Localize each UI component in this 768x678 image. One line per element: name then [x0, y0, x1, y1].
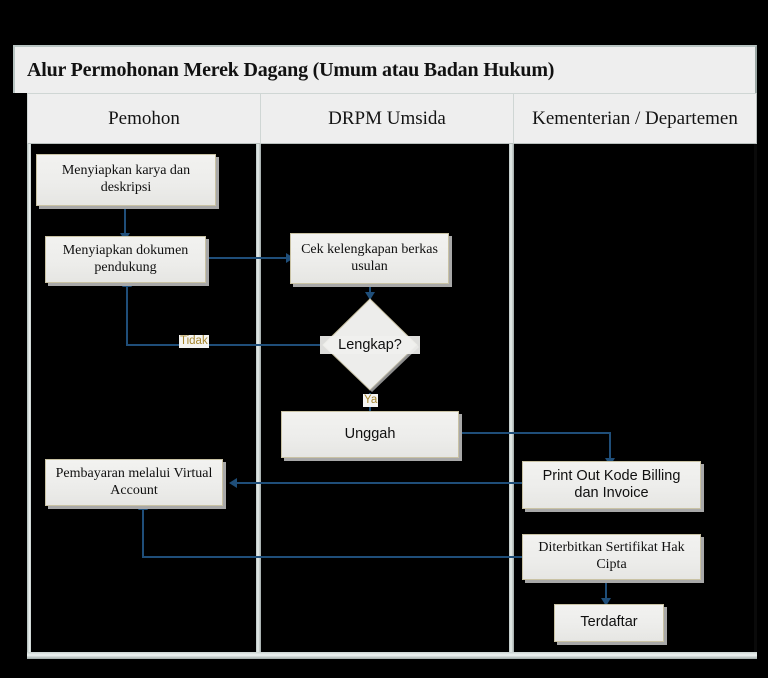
connector-n8-to-n7-horizontal — [142, 556, 524, 558]
connector-n2-to-n3-line — [206, 257, 291, 259]
flow-node-label: Unggah — [344, 425, 396, 442]
flow-node-lengkap-decision[interactable]: Lengkap? — [320, 297, 420, 393]
flow-node-terdaftar[interactable]: Terdaftar — [554, 604, 664, 642]
lane-header-drpm: DRPM Umsida — [260, 93, 513, 144]
flow-node-label: Lengkap? — [320, 336, 420, 354]
flow-node-label: Menyiapkan karya dan deskripsi — [61, 163, 191, 195]
flow-node-diterbitkan-sertifikat[interactable]: Diterbitkan Sertifikat Hak Cipta — [522, 534, 701, 580]
connector-n6-to-n7-line — [235, 482, 523, 484]
swimlane-diagram: Alur Permohonan Merek Dagang (Umum atau … — [12, 44, 757, 664]
connector-n8-to-n9-line — [605, 579, 607, 605]
flow-node-label: Menyiapkan dokumen pendukung — [62, 242, 189, 275]
connector-n5-to-n6-vertical — [609, 432, 611, 462]
connector-n8-to-n7-arrowhead — [138, 502, 148, 510]
flow-node-print-out-kode-billing[interactable]: Print Out Kode Billing dan Invoice — [522, 461, 701, 509]
flow-node-menyiapkan-dokumen[interactable]: Menyiapkan dokumen pendukung — [45, 236, 206, 283]
flow-node-pembayaran-virtual-account[interactable]: Pembayaran melalui Virtual Account — [45, 459, 223, 506]
connector-n1-to-n2-line — [124, 206, 126, 236]
edge-label-ya: Ya — [363, 394, 379, 407]
flow-node-menyiapkan-karya[interactable]: Menyiapkan karya dan deskripsi — [36, 154, 216, 206]
connector-tidak-horizontal — [126, 344, 320, 346]
flow-node-label: Cek kelengkapan berkas usulan — [301, 241, 438, 274]
lane-header-label: DRPM Umsida — [328, 107, 446, 129]
lane-divider-2 — [509, 144, 514, 652]
page-title: Alur Permohonan Merek Dagang (Umum atau … — [27, 58, 555, 81]
flow-node-label: Print Out Kode Billing dan Invoice — [542, 467, 681, 501]
connector-n5-to-n6-horizontal — [459, 432, 611, 434]
connector-n6-to-n7-arrowhead — [229, 478, 237, 488]
lane-header-row: Pemohon DRPM Umsida Kementerian / Depart… — [27, 93, 757, 144]
lane-header-pemohon: Pemohon — [27, 93, 260, 144]
connector-n8-to-n9-arrowhead — [601, 598, 611, 606]
lane-header-label: Kementerian / Departemen — [532, 107, 738, 129]
connector-tidak-vertical — [126, 285, 128, 345]
lane-bottom-edge — [27, 652, 757, 659]
lane-header-label: Pemohon — [108, 107, 180, 129]
flow-node-cek-kelengkapan[interactable]: Cek kelengkapan berkas usulan — [290, 233, 449, 284]
flow-node-label: Pembayaran melalui Virtual Account — [55, 465, 213, 498]
edge-label-tidak: Tidak — [179, 335, 209, 348]
flow-node-label: Diterbitkan Sertifikat Hak Cipta — [538, 540, 685, 572]
lane-divider-1 — [256, 144, 261, 652]
lane-header-kementerian: Kementerian / Departemen — [513, 93, 757, 144]
flow-node-unggah[interactable]: Unggah — [281, 411, 459, 458]
connector-tidak-arrowhead — [122, 279, 132, 287]
flow-node-label: Terdaftar — [580, 614, 638, 631]
diagram-title-bar: Alur Permohonan Merek Dagang (Umum atau … — [13, 45, 757, 93]
connector-n3-to-n4-arrowhead — [365, 292, 375, 300]
lane-body-area — [27, 144, 757, 659]
connector-n8-to-n7-vertical — [142, 508, 144, 557]
lane-right-edge — [754, 144, 757, 652]
lane-left-edge — [27, 144, 31, 652]
